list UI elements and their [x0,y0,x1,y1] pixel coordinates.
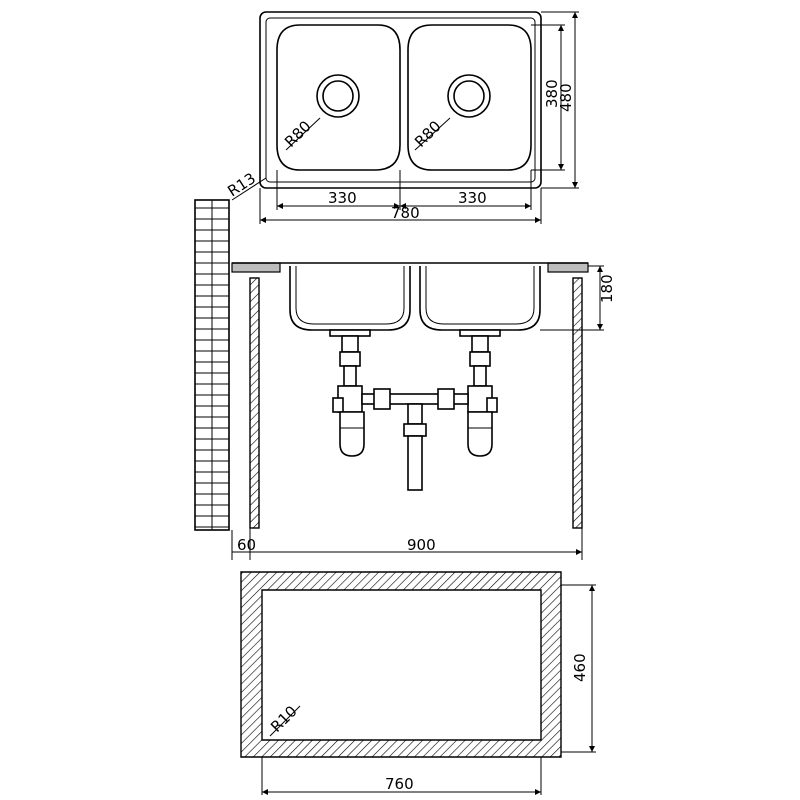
cabinet-right-wall [572,277,583,529]
overall-depth-label: 480 [557,83,575,112]
right-drain-outer [447,74,491,118]
front-view: 180 60 900 [194,199,616,560]
cutout-view: R10 460 760 [240,571,596,795]
left-drain-outer [316,74,360,118]
right-drain-inner [453,80,485,112]
countertop-right [547,262,589,273]
left-bowl-radius-label: R80 [281,117,315,151]
front-left-bowl [289,266,411,331]
front-right-bowl [419,266,541,331]
corner-radius-label: R13 [224,169,259,200]
cutout-radius-label: R10 [267,702,301,736]
left-bowl-width-label: 330 [328,189,357,207]
tiled-wall [194,199,230,531]
left-drain-trap [329,329,371,457]
bowl-height-label: 180 [598,274,616,303]
right-bowl-width-label: 330 [458,189,487,207]
cabinet-width-label: 900 [407,536,436,554]
top-view: R80 R80 R13 330 330 780 380 480 [224,11,579,224]
wall-offset-label: 60 [237,536,256,554]
left-drain-inner [322,80,354,112]
bowl-depth-label: 380 [543,79,561,108]
cutout-frame [240,571,562,758]
left-bowl [276,24,401,171]
cabinet-left-wall [249,277,260,529]
overall-width-label: 780 [391,204,420,222]
right-bowl-radius-label: R80 [411,117,445,151]
cutout-width-label: 760 [385,775,414,793]
cutout-depth-label: 460 [571,653,589,682]
waste-connector [361,388,469,491]
right-bowl [407,24,532,171]
countertop-left [231,262,281,273]
right-drain-trap [459,329,501,457]
